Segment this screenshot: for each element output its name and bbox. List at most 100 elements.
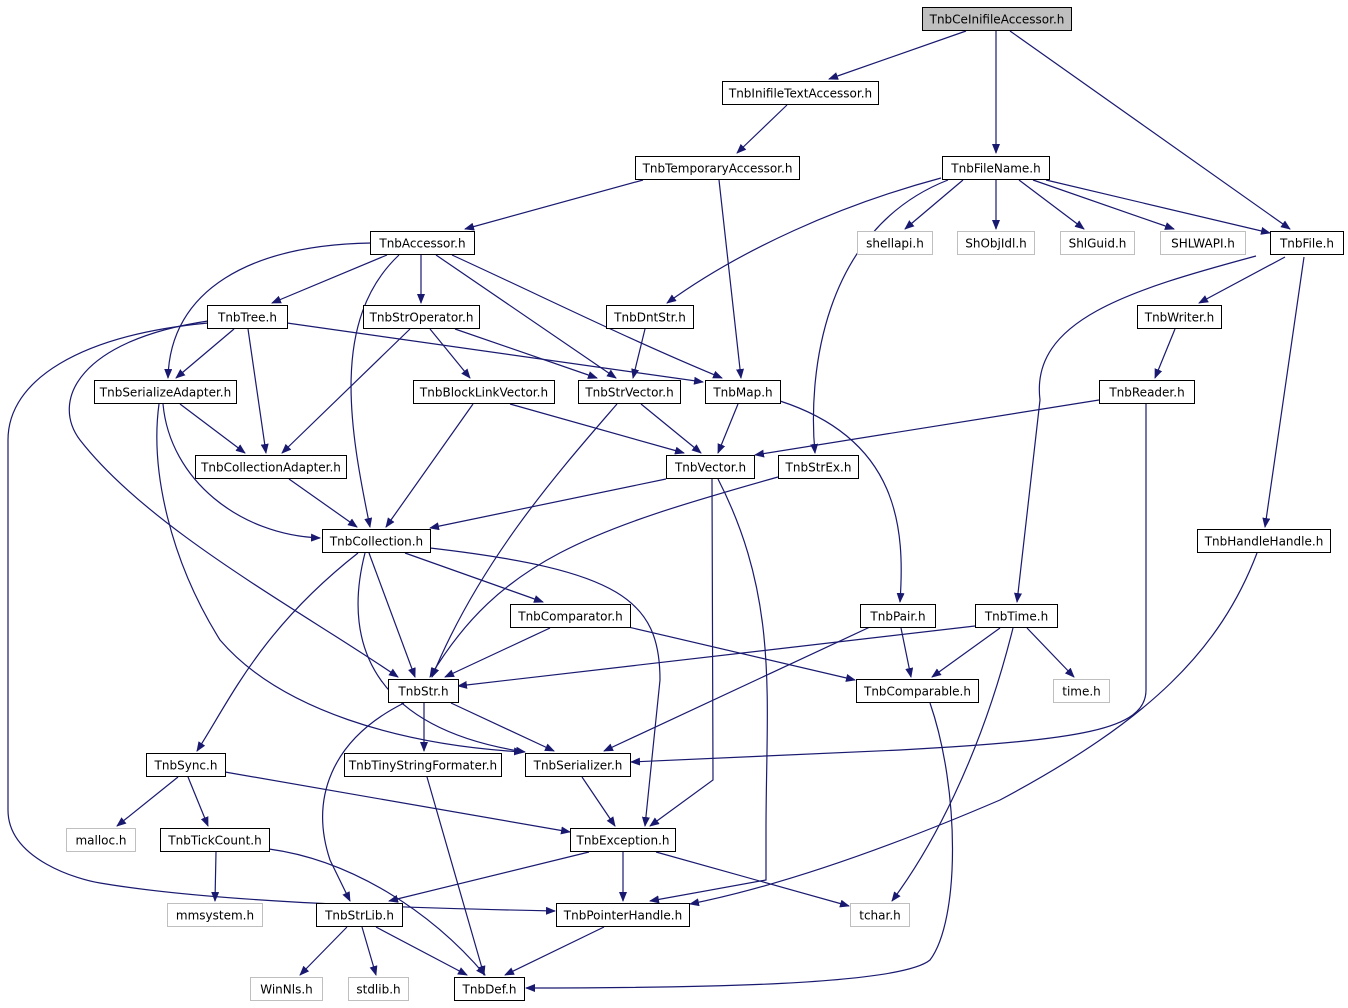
node-vector[interactable]: TnbVector.h bbox=[666, 455, 755, 479]
node-label: TnbReader.h bbox=[1108, 386, 1184, 400]
node-winnls[interactable]: WinNls.h bbox=[250, 977, 323, 1001]
node-strlib[interactable]: TnbStrLib.h bbox=[316, 903, 403, 927]
node-def[interactable]: TnbDef.h bbox=[454, 977, 525, 1001]
node-label: stdlib.h bbox=[356, 983, 400, 997]
node-root[interactable]: TnbCeInifileAccessor.h bbox=[922, 7, 1072, 31]
node-label: TnbBlockLinkVector.h bbox=[419, 386, 548, 400]
edge-map-to-pair bbox=[779, 400, 905, 603]
edge-textacc-to-tempacc bbox=[736, 104, 788, 154]
node-timeh[interactable]: time.h bbox=[1053, 679, 1110, 703]
node-tickcount[interactable]: TnbTickCount.h bbox=[160, 828, 270, 852]
node-box bbox=[635, 156, 800, 180]
node-tempacc[interactable]: TnbTemporaryAccessor.h bbox=[635, 156, 800, 180]
edge-str-to-strlib bbox=[322, 702, 405, 902]
node-label: TnbCollectionAdapter.h bbox=[200, 461, 341, 475]
node-map[interactable]: TnbMap.h bbox=[705, 380, 781, 404]
edge-tempacc-to-map bbox=[718, 179, 744, 379]
node-label: TnbSerializeAdapter.h bbox=[99, 386, 231, 400]
node-label: SHLWAPI.h bbox=[1171, 237, 1235, 251]
node-label: TnbTree.h bbox=[217, 311, 277, 325]
node-label: TnbComparator.h bbox=[517, 610, 623, 624]
node-strex[interactable]: TnbStrEx.h bbox=[778, 455, 859, 479]
node-tree[interactable]: TnbTree.h bbox=[207, 305, 288, 329]
node-box bbox=[344, 753, 502, 777]
node-box bbox=[454, 977, 525, 1001]
node-sync[interactable]: TnbSync.h bbox=[146, 753, 226, 777]
node-pointerhandle[interactable]: TnbPointerHandle.h bbox=[556, 903, 690, 927]
edge-filename-to-strex bbox=[810, 179, 949, 454]
node-box bbox=[778, 455, 859, 479]
edge-collection-to-comparator bbox=[404, 552, 544, 603]
node-mmsystem[interactable]: mmsystem.h bbox=[167, 903, 263, 927]
node-comparator[interactable]: TnbComparator.h bbox=[510, 604, 631, 628]
node-strvector[interactable]: TnbStrVector.h bbox=[578, 380, 681, 404]
edge-tree-to-pointerhandle bbox=[7, 322, 556, 915]
edge-exception-to-tchar bbox=[655, 851, 850, 908]
node-box bbox=[66, 828, 136, 852]
node-shlguid[interactable]: ShlGuid.h bbox=[1060, 231, 1135, 255]
edge-sync-to-exception bbox=[224, 771, 571, 835]
node-exception[interactable]: TnbException.h bbox=[570, 828, 676, 852]
node-dntstr[interactable]: TnbDntStr.h bbox=[606, 305, 694, 329]
node-label: TnbStrVector.h bbox=[584, 386, 673, 400]
node-shobjidl[interactable]: ShObjIdl.h bbox=[957, 231, 1035, 255]
header-nodes: TnbCeInifileAccessor.hTnbInifileTextAcce… bbox=[66, 7, 1344, 1001]
edge-root-to-textacc bbox=[828, 30, 967, 80]
node-box bbox=[250, 977, 323, 1001]
node-filename[interactable]: TnbFileName.h bbox=[942, 156, 1050, 180]
edge-comparator-to-str bbox=[444, 627, 551, 678]
edge-collection-to-serializer bbox=[357, 552, 526, 755]
node-serializeadapter[interactable]: TnbSerializeAdapter.h bbox=[94, 380, 237, 404]
edge-blocklink-to-vector bbox=[509, 403, 685, 455]
node-tinystring[interactable]: TnbTinyStringFormater.h bbox=[344, 753, 502, 777]
node-label: TnbStr.h bbox=[397, 685, 448, 699]
node-box bbox=[1137, 305, 1222, 329]
edge-time-to-tchar bbox=[891, 627, 1014, 902]
node-box bbox=[94, 380, 237, 404]
node-box bbox=[857, 231, 933, 255]
node-box bbox=[570, 828, 676, 852]
node-label: shellapi.h bbox=[866, 237, 924, 251]
node-time[interactable]: TnbTime.h bbox=[975, 604, 1058, 628]
node-label: TnbPair.h bbox=[869, 610, 925, 624]
node-textacc[interactable]: TnbInifileTextAccessor.h bbox=[722, 81, 879, 105]
edge-serializer-to-exception bbox=[581, 776, 616, 827]
node-label: TnbFileName.h bbox=[950, 162, 1040, 176]
edge-vector-to-pointerhandle bbox=[649, 478, 768, 904]
node-label: TnbHandleHandle.h bbox=[1204, 535, 1324, 549]
node-writer[interactable]: TnbWriter.h bbox=[1137, 305, 1222, 329]
edge-time-to-str bbox=[457, 625, 976, 689]
node-stdlib[interactable]: stdlib.h bbox=[348, 977, 409, 1001]
edge-filename-to-shellapi bbox=[904, 179, 964, 230]
node-collectionadapter[interactable]: TnbCollectionAdapter.h bbox=[195, 455, 347, 479]
node-blocklink[interactable]: TnbBlockLinkVector.h bbox=[413, 380, 555, 404]
node-box bbox=[850, 903, 910, 927]
node-pair[interactable]: TnbPair.h bbox=[860, 604, 936, 628]
node-str[interactable]: TnbStr.h bbox=[388, 679, 459, 703]
node-tchar[interactable]: tchar.h bbox=[850, 903, 910, 927]
node-box bbox=[666, 455, 755, 479]
node-serializer[interactable]: TnbSerializer.h bbox=[525, 753, 631, 777]
node-label: TnbMap.h bbox=[712, 386, 772, 400]
node-file[interactable]: TnbFile.h bbox=[1270, 231, 1344, 255]
node-shlwapi[interactable]: SHLWAPI.h bbox=[1160, 231, 1246, 255]
node-reader[interactable]: TnbReader.h bbox=[1099, 380, 1195, 404]
node-handlehandle[interactable]: TnbHandleHandle.h bbox=[1197, 529, 1331, 553]
node-box bbox=[922, 7, 1072, 31]
edge-tree-to-str bbox=[68, 320, 399, 678]
node-collection[interactable]: TnbCollection.h bbox=[322, 529, 431, 553]
edge-strlib-to-winnls bbox=[299, 926, 348, 976]
node-comparable[interactable]: TnbComparable.h bbox=[856, 679, 979, 703]
node-label: TnbTemporaryAccessor.h bbox=[642, 162, 793, 176]
node-shellapi[interactable]: shellapi.h bbox=[857, 231, 933, 255]
node-box bbox=[348, 977, 409, 1001]
node-malloc[interactable]: malloc.h bbox=[66, 828, 136, 852]
node-accessor[interactable]: TnbAccessor.h bbox=[370, 231, 475, 255]
edge-writer-to-reader bbox=[1154, 328, 1176, 379]
node-box bbox=[195, 455, 347, 479]
node-box bbox=[705, 380, 781, 404]
node-box bbox=[322, 529, 431, 553]
node-box bbox=[556, 903, 690, 927]
node-stroperator[interactable]: TnbStrOperator.h bbox=[363, 305, 480, 329]
